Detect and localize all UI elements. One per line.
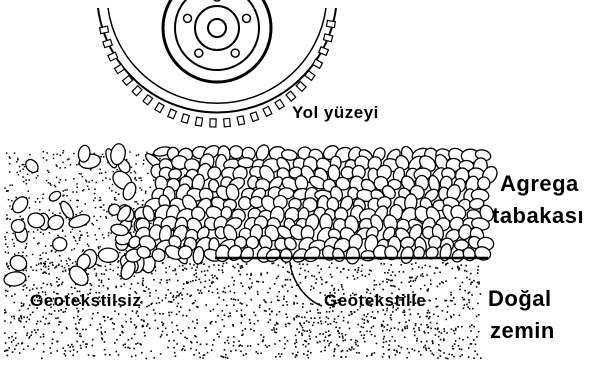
without-geotextile-label: Geotekstilsiz <box>30 291 141 311</box>
geotextile-leader-line <box>290 262 322 306</box>
road-surface-label: Yol yüzeyi <box>292 103 379 123</box>
wheel-lugs <box>184 0 251 57</box>
natural-ground-label-line2: zemin <box>490 318 555 344</box>
aggregate-layer-label-line2: tabakası <box>492 203 584 229</box>
wheel-rim-inner <box>175 0 259 70</box>
with-geotextile-label: Geotekstille <box>324 291 426 311</box>
natural-ground-label-line1: Doğal <box>488 286 552 312</box>
wheel-axle <box>208 19 226 37</box>
aggregate-layer-label-line1: Agrega <box>500 171 579 197</box>
wheel-hub <box>195 6 239 50</box>
tire-outer-rim <box>98 8 336 113</box>
